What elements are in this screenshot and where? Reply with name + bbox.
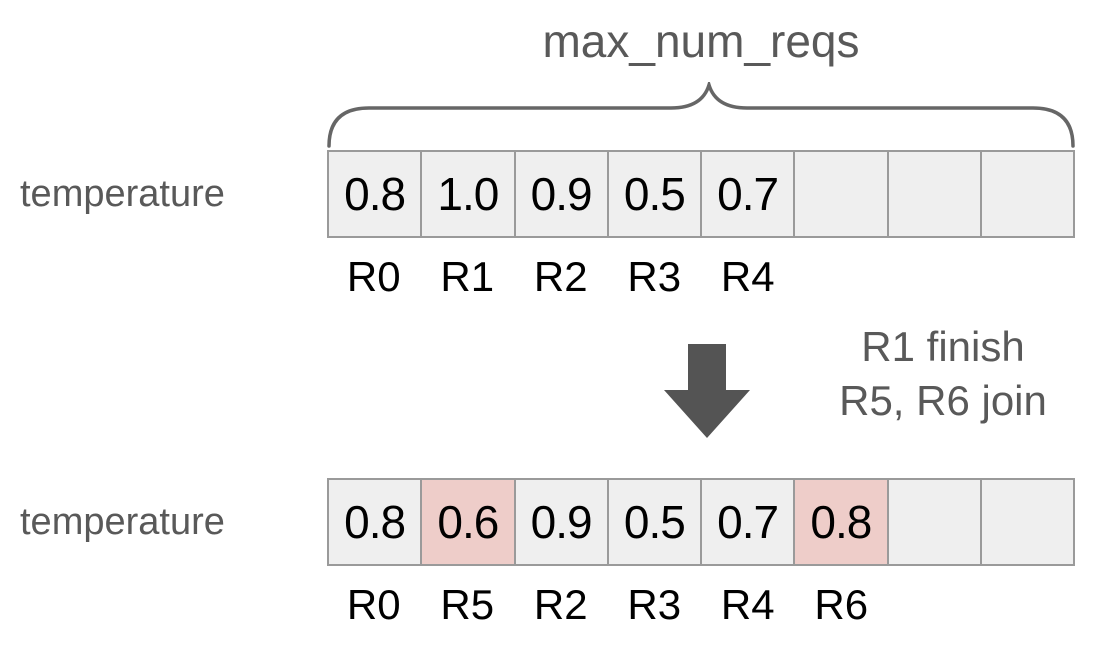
temp-cell: 0.5 <box>608 480 700 564</box>
request-label: R1 <box>440 253 495 300</box>
temp-cell: 0.6 <box>422 480 514 564</box>
request-label <box>888 581 982 629</box>
request-label: R5 <box>440 581 495 628</box>
request-labels-before: R0 R1 R2 R3 R4 <box>327 253 1075 301</box>
temp-cell: 0.8 <box>329 480 421 564</box>
max-num-reqs-title: max_num_reqs <box>542 15 860 67</box>
request-label <box>795 253 889 301</box>
request-label: R2 <box>533 253 588 300</box>
curly-brace-icon <box>327 82 1075 148</box>
temp-cell: 1.0 <box>422 152 514 236</box>
temp-cell: 0.9 <box>515 480 607 564</box>
temperature-array-after: 0.8 0.6 0.9 0.5 0.7 0.8 <box>327 478 1075 566</box>
temp-cell <box>981 152 1073 236</box>
temp-cell: 0.8 <box>329 152 421 236</box>
temperature-array-before: 0.8 1.0 0.9 0.5 0.7 <box>327 150 1075 238</box>
request-label: R2 <box>533 581 588 628</box>
request-label: R6 <box>814 581 869 628</box>
temp-cell <box>888 152 980 236</box>
transition-line-2: R5, R6 join <box>839 377 1047 424</box>
temp-cell: 0.5 <box>608 152 700 236</box>
temperature-label-after: temperature <box>20 500 225 543</box>
temp-cell: 0.7 <box>702 152 794 236</box>
request-labels-after: R0 R5 R2 R3 R4 R6 <box>327 581 1075 629</box>
temp-cell <box>888 480 980 564</box>
request-label: R4 <box>720 581 775 628</box>
request-label: R4 <box>720 253 775 300</box>
transition-line-1: R1 finish <box>861 323 1025 370</box>
temp-cell <box>981 480 1073 564</box>
request-label: R3 <box>627 581 682 628</box>
temp-cell: 0.8 <box>795 480 887 564</box>
request-label <box>982 581 1076 629</box>
request-label <box>888 253 982 301</box>
temperature-label-before: temperature <box>20 172 225 215</box>
transition-note: R1 finish R5, R6 join <box>813 320 1073 428</box>
request-label: R0 <box>346 253 401 300</box>
request-label: R0 <box>346 581 401 628</box>
request-label: R3 <box>627 253 682 300</box>
temp-cell <box>795 152 887 236</box>
temp-cell: 0.9 <box>515 152 607 236</box>
request-label <box>982 253 1076 301</box>
temp-cell: 0.7 <box>702 480 794 564</box>
down-arrow-icon <box>664 344 750 438</box>
